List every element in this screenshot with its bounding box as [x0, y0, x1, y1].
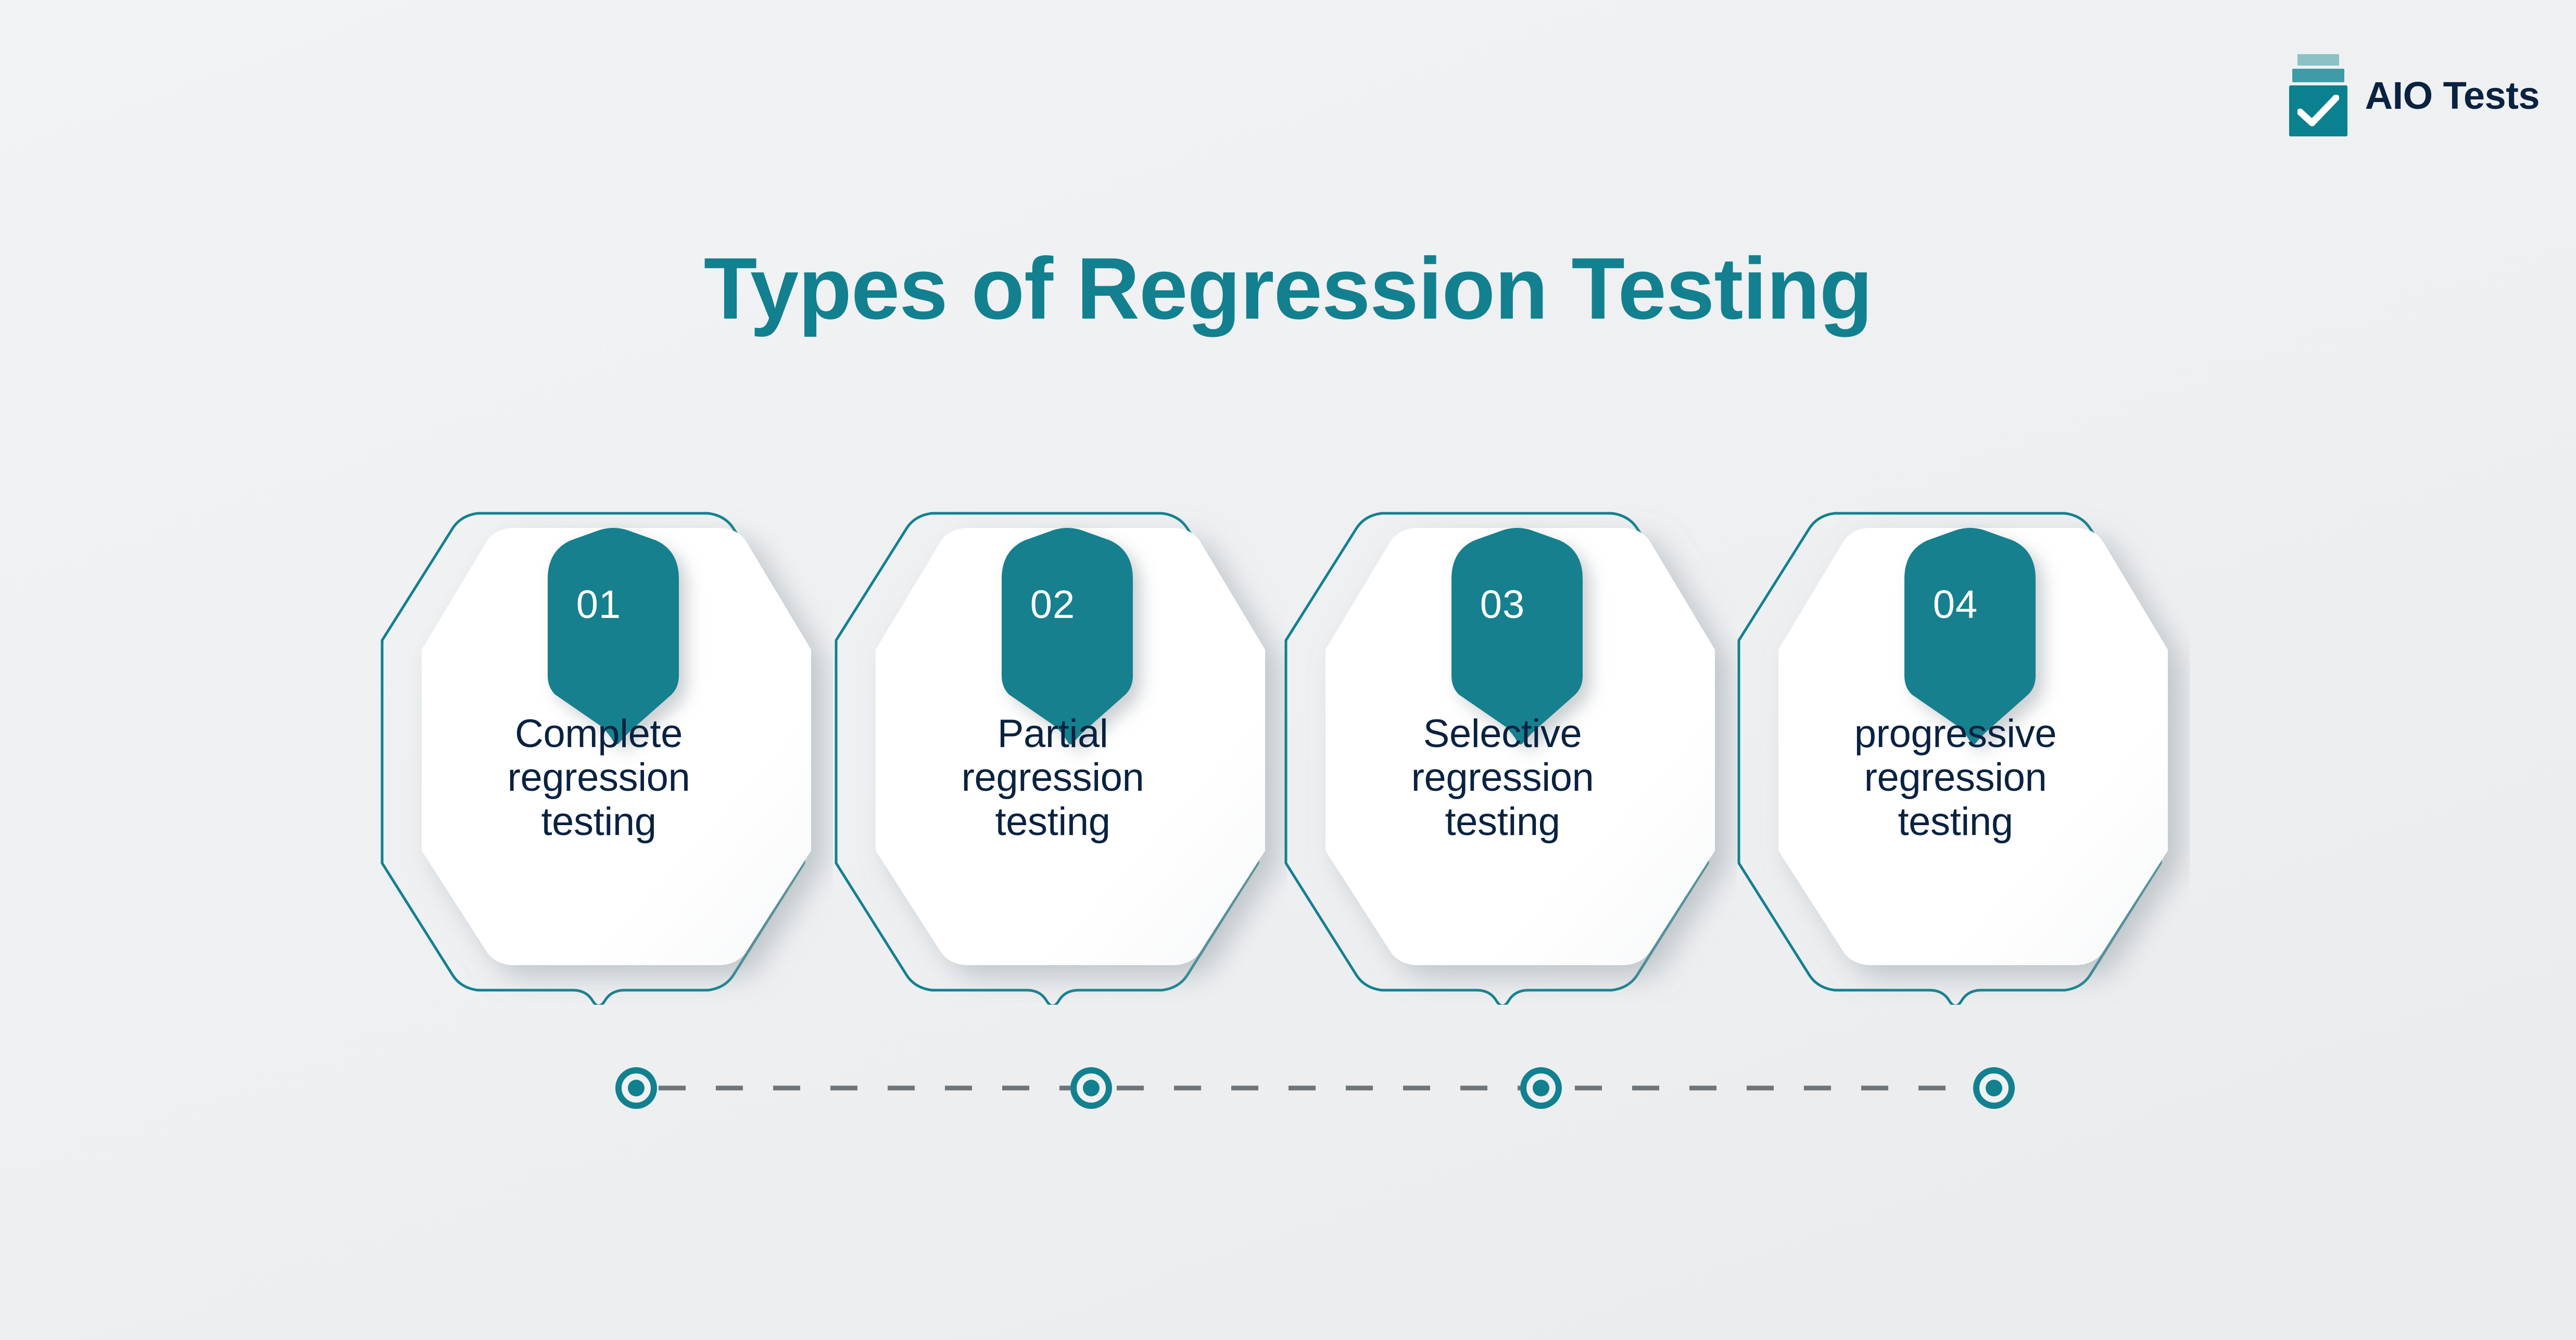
card-label-line3: testing: [541, 799, 656, 844]
card-label-line2: regression: [1864, 755, 2047, 800]
card-label-line3: testing: [1898, 799, 2013, 844]
card-step-3[interactable]: 03 Selective regression testing: [1268, 484, 1737, 1005]
timeline: [615, 1067, 2015, 1109]
brand-logo: AIO Tests: [2289, 54, 2540, 136]
card-label-line1: Selective: [1423, 712, 1582, 756]
card-label-line1: Complete: [514, 712, 683, 756]
page-title: Types of Regression Testing: [703, 239, 1873, 337]
card-label-3: Selective regression testing: [1341, 712, 1664, 844]
card-label-line1: progressive: [1854, 712, 2057, 756]
card-label-1: Complete regression testing: [437, 712, 760, 844]
card-label-line2: regression: [507, 755, 690, 800]
card-label-4: progressive regression testing: [1794, 712, 2117, 844]
card-label-2: Partial regression testing: [891, 712, 1214, 844]
cards-row: 01 Complete regression testing 02 Partia…: [0, 484, 2576, 1005]
card-number-4: 04: [1933, 583, 1978, 627]
card-label-line3: testing: [995, 799, 1110, 844]
logo-cap-top: [2297, 54, 2339, 66]
aio-tests-icon: [2289, 54, 2347, 136]
card-label-line2: regression: [961, 755, 1144, 800]
card-label-line1: Partial: [997, 712, 1108, 756]
card-shape-2: [835, 512, 1265, 1005]
logo-body: [2289, 85, 2347, 136]
logo-cap-middle: [2292, 69, 2344, 82]
card-number-3: 03: [1480, 583, 1525, 627]
card-label-line3: testing: [1445, 799, 1560, 844]
card-shape-3: [1284, 512, 1715, 1005]
timeline-marker-2[interactable]: [1070, 1067, 1112, 1109]
card-step-1[interactable]: 01 Complete regression testing: [364, 484, 833, 1005]
card-label-line2: regression: [1411, 755, 1594, 800]
timeline-marker-3[interactable]: [1520, 1067, 1562, 1109]
card-number-1: 01: [576, 583, 622, 627]
check-icon: [2297, 95, 2339, 127]
timeline-marker-4[interactable]: [1973, 1067, 2015, 1109]
card-shape-4: [1737, 512, 2168, 1005]
card-step-4[interactable]: 04 progressive regression testing: [1721, 484, 2190, 1005]
card-step-2[interactable]: 02 Partial regression testing: [818, 484, 1287, 1005]
card-shape-1: [381, 512, 811, 1005]
timeline-marker-1[interactable]: [615, 1067, 657, 1109]
brand-name: AIO Tests: [2365, 73, 2540, 117]
card-number-2: 02: [1030, 583, 1076, 627]
